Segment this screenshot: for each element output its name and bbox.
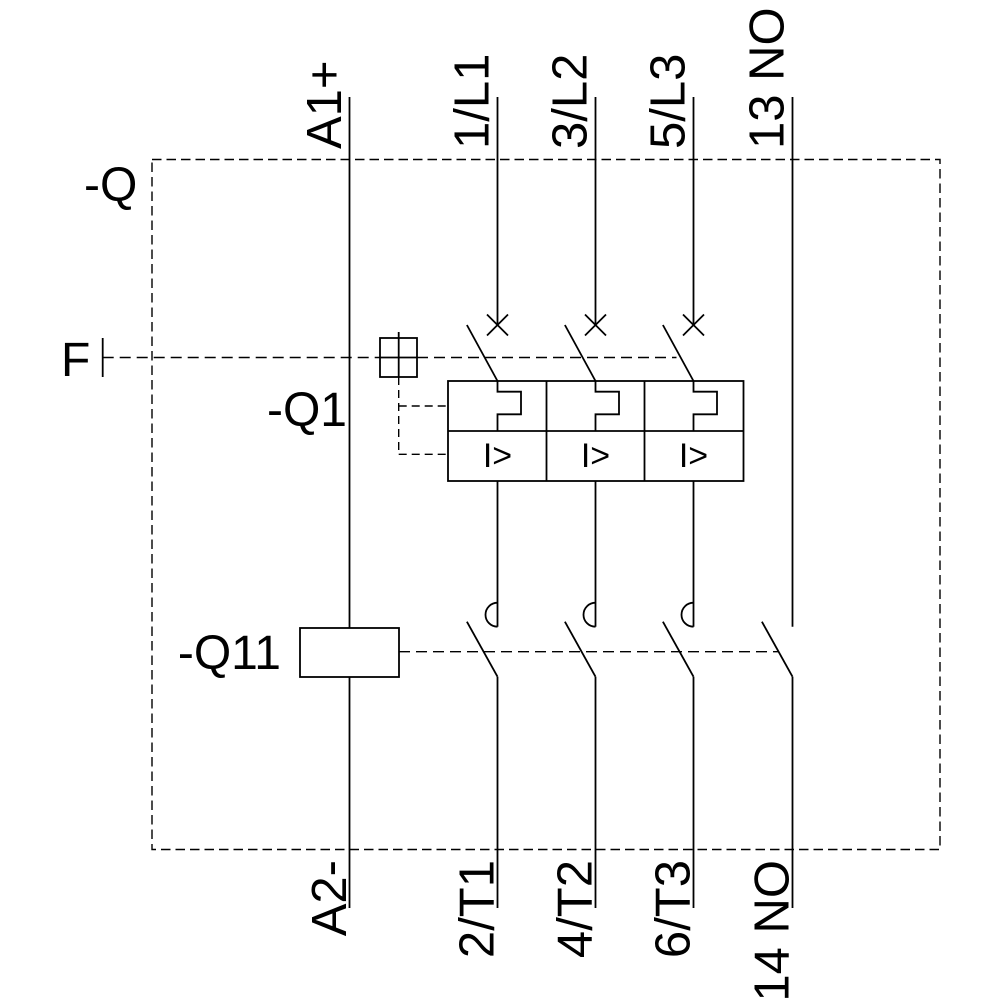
pole-1l1-2t1 [466, 97, 509, 908]
overcurrent-release-symbol-1: I> [483, 437, 512, 475]
pole3-x-mark-arm2 [682, 313, 705, 337]
overcurrent-release-symbol-2: I> [581, 437, 610, 475]
pole2-breaker-lever [564, 324, 597, 382]
thermal-release-symbol-3 [692, 381, 718, 431]
trip-input [101, 338, 677, 377]
top-terminal-label-5l3: 5/L3 [642, 54, 696, 149]
aux-contact-13-14 [761, 97, 794, 908]
bottom-terminal-label-2t1: 2/T1 [451, 860, 505, 958]
bottom-terminal-label-a2: A2- [303, 860, 357, 936]
pole2-main-contact-blade [564, 621, 597, 678]
top-terminal-label-a1: A1+ [298, 60, 352, 149]
contactor-coil-box [299, 627, 400, 678]
aux-contact-blade [761, 621, 794, 678]
pole1-main-contact-blade [466, 621, 499, 678]
thermal-release-symbol-1 [496, 381, 522, 431]
release-linkage [398, 377, 448, 455]
bottom-terminal-label-6t3: 6/T3 [647, 860, 701, 958]
top-terminal-label-3l2: 3/L2 [544, 54, 598, 149]
pole-3l2-4t2 [564, 97, 607, 908]
pole2-x-mark-arm2 [584, 313, 607, 337]
pole1-latch-arc [484, 601, 498, 628]
pole3-breaker-lever [662, 324, 695, 382]
trip-input-label: F [61, 334, 90, 387]
pole2-latch-arc [582, 601, 596, 628]
enclosure-dashed-border [151, 158, 941, 851]
pole3-latch-arc [680, 601, 694, 628]
operating-mechanism [379, 332, 418, 378]
pole1-x-mark-arm2 [486, 313, 509, 337]
overcurrent-release-symbol-3: I> [679, 437, 708, 475]
breaker-label: -Q1 [267, 384, 347, 437]
top-terminal-label-1l1: 1/L1 [446, 54, 500, 149]
pole-5l3-6t3 [662, 97, 705, 908]
top-terminal-label-13no: 13 NO [741, 7, 795, 149]
pole3-main-contact-blade [662, 621, 695, 678]
pole1-breaker-lever [466, 324, 499, 382]
thermal-release-symbol-2 [594, 381, 620, 431]
bottom-terminal-label-14no: 14 NO [746, 860, 800, 1000]
coil-circuit [299, 97, 400, 908]
device-label: -Q [84, 159, 137, 212]
bottom-terminal-label-4t2: 4/T2 [549, 860, 603, 958]
contactor-label: -Q11 [178, 627, 281, 680]
